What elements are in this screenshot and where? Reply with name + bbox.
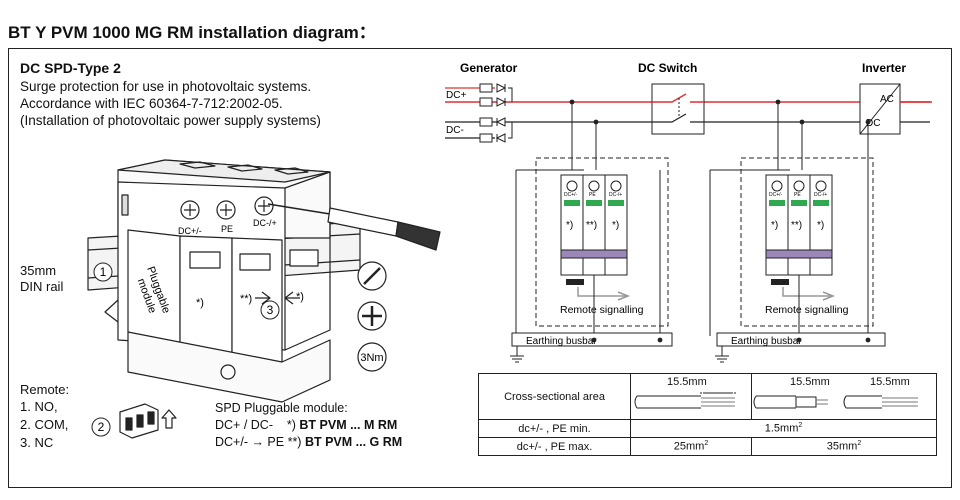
svg-text:PE: PE: [589, 192, 596, 198]
cross-section-table: Cross-sectional area 15.5mm 15.5mm 15.5m…: [478, 373, 937, 456]
terminal-label-dc-plus: DC+/-: [178, 226, 202, 236]
dc-plus-line-label: DC+: [446, 90, 466, 101]
svg-text:*): *): [771, 220, 778, 231]
svg-text:*): *): [817, 220, 824, 231]
row-max-value-1: 25mm2: [630, 437, 752, 456]
module-info-line-2: DC+/- → PE **) BT PVM ... G RM: [215, 435, 403, 449]
description-line-2: Accordance with IEC 60364-7-712:2002-05.: [20, 96, 283, 111]
callout-1: 1: [100, 265, 107, 279]
dc-minus-line-label: DC-: [446, 125, 464, 136]
remote-title: Remote:: [20, 382, 70, 397]
module-mark-1: *): [196, 297, 204, 309]
spd-unit-2: DC+/- PE DC-/+ *) **) *): [765, 174, 836, 301]
product-illustration: 1 2 3 DC+/- PE DC-/+ Pluggable module *)…: [87, 159, 441, 439]
row-max-label: dc+/- , PE max.: [478, 437, 631, 456]
torque-label: 3Nm: [360, 352, 383, 364]
diagram-frame: [8, 48, 952, 488]
description-line-3: (Installation of photovoltaic power supp…: [20, 113, 321, 128]
page-title: BT Y PVM 1000 MG RM installation diagram…: [8, 23, 376, 42]
callout-2: 2: [98, 420, 105, 434]
svg-text:**): **): [586, 220, 597, 231]
description-line-1: Surge protection for use in photovoltaic…: [20, 79, 312, 94]
remote-signalling-label-1: Remote signalling: [560, 304, 644, 316]
spd-unit-1: DC+/- PE DC-/+ *) **) *): [560, 174, 631, 301]
row-min-label: dc+/- , PE min.: [478, 419, 631, 438]
table-cable-1: 15.5mm: [630, 373, 752, 420]
row-min-value: 1.5mm2: [630, 419, 937, 438]
dc-switch-label: DC Switch: [638, 61, 697, 75]
remote-item-no: 1. NO,: [20, 399, 58, 414]
terminal-label-pe: PE: [221, 224, 233, 234]
module-mark-2: **): [240, 293, 252, 305]
table-cable-2-3: 15.5mm 15.5mm: [751, 373, 937, 420]
din-rail-label: DIN rail: [20, 279, 64, 294]
inverter-label: Inverter: [862, 61, 906, 75]
svg-text:PE: PE: [794, 192, 801, 198]
inverter-ac-label: AC: [880, 94, 894, 105]
module-info-title: SPD Pluggable module:: [215, 401, 348, 415]
spd-heading: DC SPD-Type 2: [20, 60, 121, 76]
inverter-dc-label: DC: [866, 118, 880, 129]
svg-text:DC+/-: DC+/-: [564, 192, 578, 198]
svg-text:Earthing busbar: Earthing busbar: [526, 336, 597, 347]
svg-text:*): *): [566, 220, 573, 231]
svg-text:**): **): [791, 220, 802, 231]
remote-item-nc: 3. NC: [20, 435, 54, 450]
row-max-value-2: 35mm2: [751, 437, 937, 456]
terminal-label-dc-minus: DC-/+: [253, 218, 277, 228]
generator-label: Generator: [460, 61, 518, 75]
svg-text:DC+/-: DC+/-: [769, 192, 783, 198]
table-header-label: Cross-sectional area: [478, 373, 631, 420]
svg-text:DC-/+: DC-/+: [609, 192, 622, 198]
module-mark-3: *): [296, 291, 304, 303]
svg-text:DC-/+: DC-/+: [814, 192, 827, 198]
remote-item-com: 2. COM,: [20, 417, 69, 432]
svg-text:Earthing busbar: Earthing busbar: [731, 336, 802, 347]
callout-3: 3: [267, 303, 274, 317]
remote-signalling-label-2: Remote signalling: [765, 304, 849, 316]
din-rail-size: 35mm: [20, 263, 57, 278]
module-info-line-1: DC+ / DC- *) BT PVM ... M RM: [215, 418, 398, 432]
svg-text:*): *): [612, 220, 619, 231]
